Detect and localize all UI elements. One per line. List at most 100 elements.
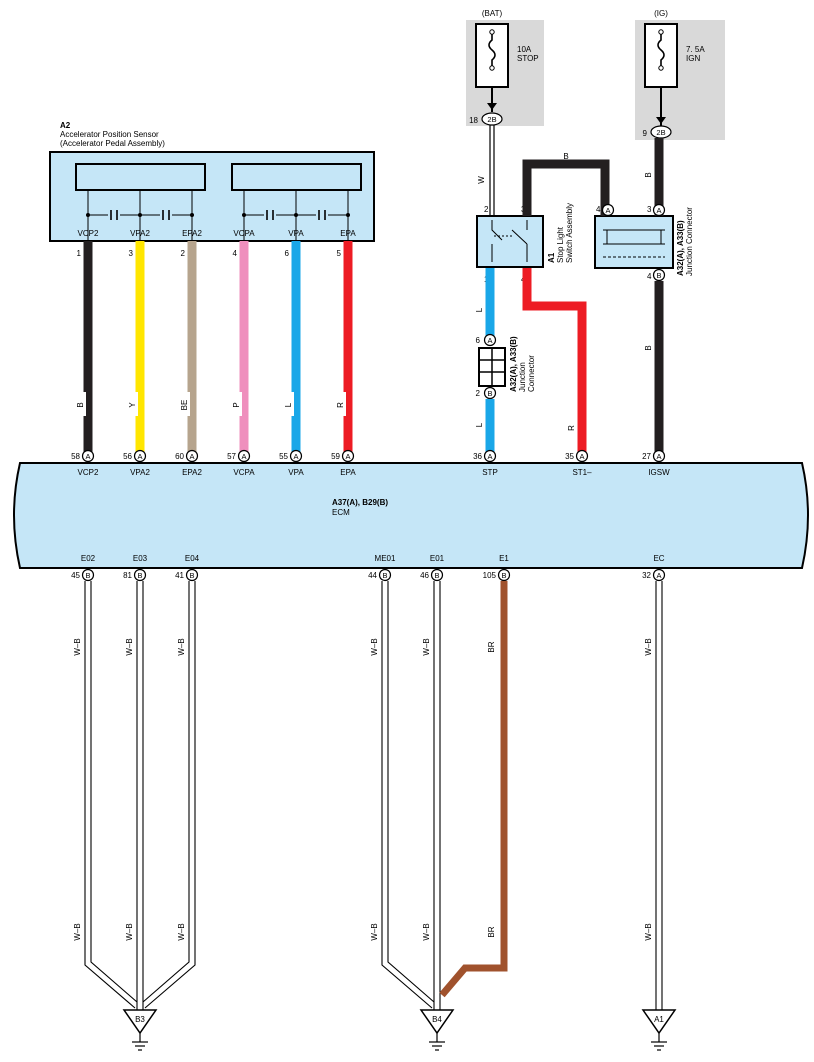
ecm-pin-tag: A [652, 449, 666, 463]
wire-color-label: W–B [73, 638, 82, 655]
sensor-a2: A2 Accelerator Position Sensor (Accelera… [49, 121, 375, 258]
svg-text:Stop Light: Stop Light [556, 226, 565, 263]
ground-b3: B3 [122, 1009, 158, 1051]
svg-text:A: A [656, 206, 661, 215]
ecm-pin-tag: B [497, 568, 511, 582]
svg-text:B: B [656, 271, 661, 280]
svg-text:B: B [137, 571, 142, 580]
wire-color-label: L [475, 307, 484, 312]
wire-color-label: L [475, 422, 484, 427]
fuse-stop-rating: 10A [517, 45, 532, 54]
wire-color-label: BR [487, 926, 496, 937]
svg-text:A: A [293, 452, 298, 461]
fuse-stop-supply: (BAT) [482, 9, 503, 18]
ecm-terminal-label: EPA2 [182, 468, 202, 477]
ecm-pin-number: 105 [483, 571, 497, 580]
junction-connector-mid: A32(A), A33(B) Junction Connector [478, 336, 536, 392]
wire-color-label: W–B [370, 923, 379, 940]
svg-text:A: A [487, 452, 492, 461]
wire-color-label: W–B [125, 638, 134, 655]
fuse-icon [657, 32, 665, 68]
sensor-pin-number: 3 [129, 249, 134, 258]
svg-text:18: 18 [469, 116, 478, 125]
ecm-pin-number: 44 [368, 571, 377, 580]
ecm-pin-number: 60 [175, 452, 184, 461]
svg-text:2: 2 [484, 205, 489, 214]
wire-color-label: W–B [644, 638, 653, 655]
connector-2b-ign: 2B 9 [643, 125, 672, 139]
svg-text:4: 4 [596, 205, 601, 214]
fuse-stop-name: STOP [517, 54, 539, 63]
svg-text:Junction: Junction [518, 362, 527, 392]
sensor-code: A2 [60, 121, 71, 130]
svg-text:A: A [189, 452, 194, 461]
ecm-pin-tag: A [341, 449, 355, 463]
stop-light-switch: 2 3 1 4 A1 Stop Light Switch Assembly [476, 203, 574, 284]
sensor-terminal-label: VCP2 [78, 229, 99, 238]
wire-color-label: B [644, 172, 653, 177]
svg-text:B3: B3 [135, 1015, 145, 1024]
ecm-pin-tag: A [185, 449, 199, 463]
svg-text:B: B [85, 571, 90, 580]
sensor-pin-number: 2 [181, 249, 186, 258]
svg-text:A: A [656, 571, 661, 580]
svg-text:Junction Connector: Junction Connector [685, 207, 694, 276]
svg-text:B: B [434, 571, 439, 580]
ecm-pin-number: 45 [71, 571, 80, 580]
wire-color-label: W–B [125, 923, 134, 940]
svg-text:A32(A), A33(B): A32(A), A33(B) [509, 336, 518, 392]
ecm-terminal-label: VCP2 [78, 468, 99, 477]
sensor-pin-number: 6 [285, 249, 290, 258]
ecm-pin-tag: A [483, 449, 497, 463]
ecm-terminal-label: E04 [185, 554, 200, 563]
ecm-terminal-label: E03 [133, 554, 148, 563]
ecm-pin-tag: A [575, 449, 589, 463]
ecm-pin-tag: A [237, 449, 251, 463]
ecm-terminal-label: E1 [499, 554, 509, 563]
wire-color-label: L [284, 402, 293, 407]
svg-text:A: A [656, 452, 661, 461]
wire-color-label: P [232, 402, 241, 407]
connector-tag: A [652, 203, 666, 217]
connector-tag: A [601, 203, 615, 217]
svg-text:6: 6 [476, 336, 481, 345]
svg-text:A: A [137, 452, 142, 461]
ecm-terminal-label: IGSW [648, 468, 670, 477]
svg-text:B: B [501, 571, 506, 580]
connector-2b-stop: 2B 18 [469, 112, 503, 126]
wire-color-label: W–B [422, 638, 431, 655]
svg-text:A: A [85, 452, 90, 461]
wire-color-label: W–B [177, 923, 186, 940]
ecm-pin-tag: A [81, 449, 95, 463]
wire-color-label: W–B [73, 923, 82, 940]
fuse-ign-rating: 7. 5A [686, 45, 705, 54]
fuse-ign-name: IGN [686, 54, 700, 63]
wire-color-label: B [644, 345, 653, 350]
ecm-code: A37(A), B29(B) [332, 498, 388, 507]
ecm-pin-tag: A [133, 449, 147, 463]
wire-color-label: W [477, 176, 486, 184]
svg-text:Connector: Connector [527, 355, 536, 392]
svg-text:A: A [345, 452, 350, 461]
fuse-ign: (IG) 7. 5A IGN [635, 9, 725, 140]
ecm-terminal-label: EC [653, 554, 664, 563]
svg-text:3: 3 [647, 205, 652, 214]
ecm-pin-number: 46 [420, 571, 429, 580]
ecm-terminal-label: ME01 [375, 554, 396, 563]
ecm-terminal-label: ST1– [572, 468, 592, 477]
ecm-terminal-label: VPA2 [130, 468, 150, 477]
wire-color-label: Y [128, 402, 137, 408]
ecm-terminal-label: E01 [430, 554, 445, 563]
svg-text:B4: B4 [432, 1015, 442, 1024]
sensor-pin-number: 4 [233, 249, 238, 258]
svg-text:A1: A1 [654, 1015, 664, 1024]
arrow-down-icon [656, 117, 666, 124]
arrow-down-icon [487, 103, 497, 110]
svg-text:Switch Assembly: Switch Assembly [565, 203, 574, 263]
sensor-pin-number: 1 [77, 249, 82, 258]
fuse-icon [488, 32, 496, 68]
fuse-stop: (BAT) 10A STOP [466, 9, 544, 126]
ecm-pin-tag: B [185, 568, 199, 582]
ecm-terminal-label: E02 [81, 554, 96, 563]
